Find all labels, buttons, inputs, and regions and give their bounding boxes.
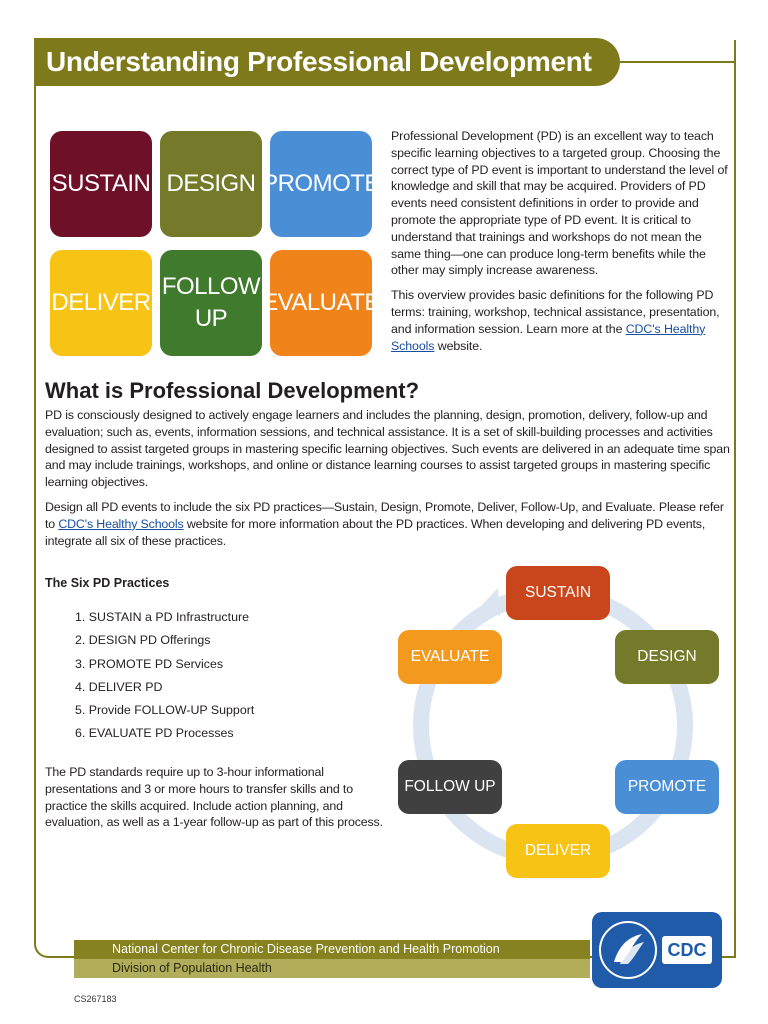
tile-deliver: DELIVER — [50, 250, 152, 356]
healthy-schools-link-2[interactable]: CDC's Healthy Schools — [58, 516, 184, 531]
hhs-seal-icon — [599, 921, 712, 979]
tile-evaluate: EVALUATE — [262, 250, 380, 356]
footer-division-name: Division of Population Health — [74, 959, 590, 978]
intro-paragraph-1: Professional Development (PD) is an exce… — [391, 129, 728, 278]
cycle-sustain: SUSTAIN — [506, 566, 610, 620]
pill-label: DELIVER — [524, 842, 592, 859]
section-heading: What is Professional Development? — [45, 378, 420, 403]
tile-label: DELIVER — [51, 289, 151, 316]
tile-label: SUSTAIN — [51, 170, 151, 197]
pill-label: DESIGN — [637, 648, 697, 665]
section-text-after: website for more information about the P… — [45, 516, 706, 548]
cycle-follow-up: FOLLOW UP — [398, 760, 502, 814]
list-item: 4. DELIVER PD — [75, 679, 163, 694]
tile-label: FOLLOW UP — [161, 273, 261, 332]
list-item: 2. DESIGN PD Offerings — [75, 633, 211, 648]
six-practices-heading: The Six PD Practices — [45, 576, 170, 590]
tile-follow-up: FOLLOW UP — [160, 250, 262, 356]
intro-text-after: website. — [434, 338, 483, 353]
section-text-before: Design all PD events to include the six … — [45, 499, 724, 531]
title-rule — [620, 61, 736, 63]
pill-label: EVALUATE — [410, 648, 490, 665]
page-title: Understanding Professional Development — [34, 38, 620, 86]
pd-cycle-diagram: SUSTAIN DESIGN PROMOTE DELIVER FOLLOW UP… — [390, 560, 735, 885]
list-item: 5. Provide FOLLOW-UP Support — [75, 703, 255, 718]
list-item: 6. EVALUATE PD Processes — [75, 726, 234, 741]
cdc-logo: CDC — [592, 912, 722, 988]
section-body: PD is consciously designed to actively e… — [45, 407, 735, 557]
standards-text: The PD standards require up to 3-hour in… — [45, 765, 383, 830]
section-paragraph-2: Design all PD events to include the six … — [45, 499, 735, 549]
practice-list: 1. SUSTAIN a PD Infrastructure 2. DESIGN… — [75, 606, 254, 746]
healthy-schools-link-1[interactable]: CDC's Healthy Schools — [391, 321, 706, 353]
intro-text-before: This overview provides basic definitions… — [391, 288, 720, 336]
cycle-design: DESIGN — [615, 630, 719, 684]
cycle-deliver: DELIVER — [506, 824, 610, 878]
tile-promote: PROMOTE — [262, 131, 380, 237]
tile-design: DESIGN — [160, 131, 262, 237]
tile-label: EVALUATE — [262, 289, 380, 316]
cdc-logo-text: CDC — [667, 940, 707, 960]
tile-sustain: SUSTAIN — [50, 131, 152, 237]
document-code: CS267183 — [74, 994, 117, 1004]
list-item: 3. PROMOTE PD Services — [75, 656, 224, 671]
pill-label: FOLLOW UP — [404, 778, 496, 795]
pill-label: PROMOTE — [627, 778, 707, 795]
footer-center-name: National Center for Chronic Disease Prev… — [74, 940, 590, 959]
section-paragraph-1: PD is consciously designed to actively e… — [45, 408, 730, 490]
cycle-arrowhead — [480, 588, 500, 616]
pill-label: SUSTAIN — [524, 584, 592, 601]
footer-bar: National Center for Chronic Disease Prev… — [74, 940, 590, 978]
tile-label: PROMOTE — [262, 170, 380, 197]
intro-text: Professional Development (PD) is an exce… — [391, 128, 731, 362]
cycle-evaluate: EVALUATE — [398, 630, 502, 684]
list-item: 1. SUSTAIN a PD Infrastructure — [75, 610, 249, 624]
cycle-promote: PROMOTE — [615, 760, 719, 814]
intro-paragraph-2: This overview provides basic definitions… — [391, 287, 731, 354]
tile-label: DESIGN — [166, 170, 256, 197]
